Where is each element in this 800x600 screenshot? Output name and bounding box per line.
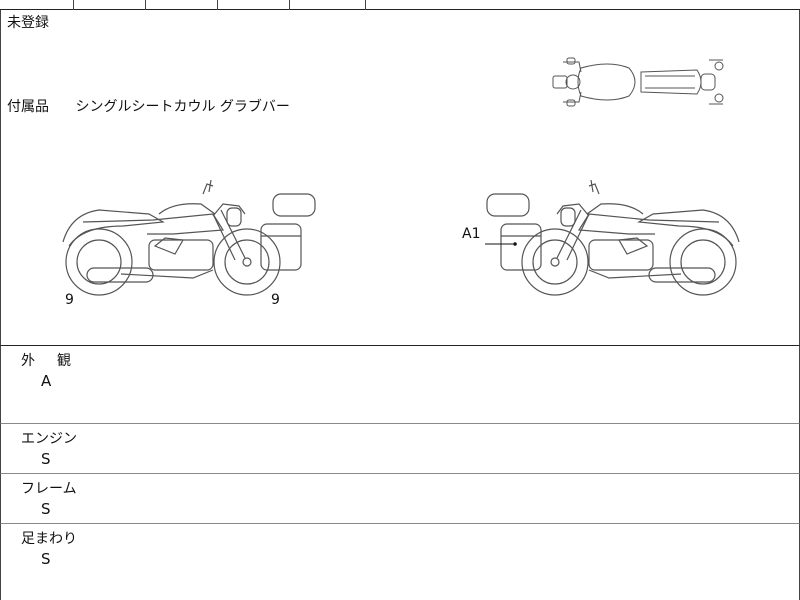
damage-diagram-panel: 未登録 付属品 シングルシートカウル グラブバー (0, 10, 800, 346)
condition-row-engine: エンジン S (0, 424, 800, 474)
accessories-line: 付属品 シングルシートカウル グラブバー (7, 96, 290, 116)
engine-grade: S (41, 450, 51, 468)
accessories-label: 付属品 (7, 99, 49, 115)
damage-mark-left-front: 9 (271, 292, 280, 308)
condition-row-frame: フレーム S (0, 474, 800, 524)
suspension-label: 足まわり (21, 531, 77, 547)
header-cell (0, 0, 74, 10)
damage-mark-right-case: A1 (462, 226, 481, 242)
header-cell (74, 0, 146, 10)
exterior-grade: A (41, 372, 52, 390)
header-cell (290, 0, 366, 10)
header-cell (146, 0, 218, 10)
frame-grade: S (41, 500, 51, 518)
motorcycle-right-view-icon (479, 174, 739, 304)
frame-label: フレーム (21, 481, 77, 497)
condition-row-suspension: 足まわり S (0, 524, 800, 600)
motorcycle-top-view-icon (549, 54, 733, 110)
motorcycle-left-view-icon (63, 174, 323, 304)
damage-mark-left-rear: 9 (65, 292, 74, 308)
header-strip (0, 0, 800, 10)
header-cell (218, 0, 290, 10)
engine-label: エンジン (21, 431, 77, 447)
registration-status: 未登録 (7, 15, 49, 31)
exterior-label: 外観 (21, 350, 71, 370)
suspension-grade: S (41, 550, 51, 568)
exterior-label-part: 外 (21, 353, 35, 369)
accessories-items: シングルシートカウル グラブバー (75, 99, 290, 115)
condition-row-exterior: 外観 A (0, 346, 800, 424)
exterior-label-part: 観 (57, 353, 71, 369)
